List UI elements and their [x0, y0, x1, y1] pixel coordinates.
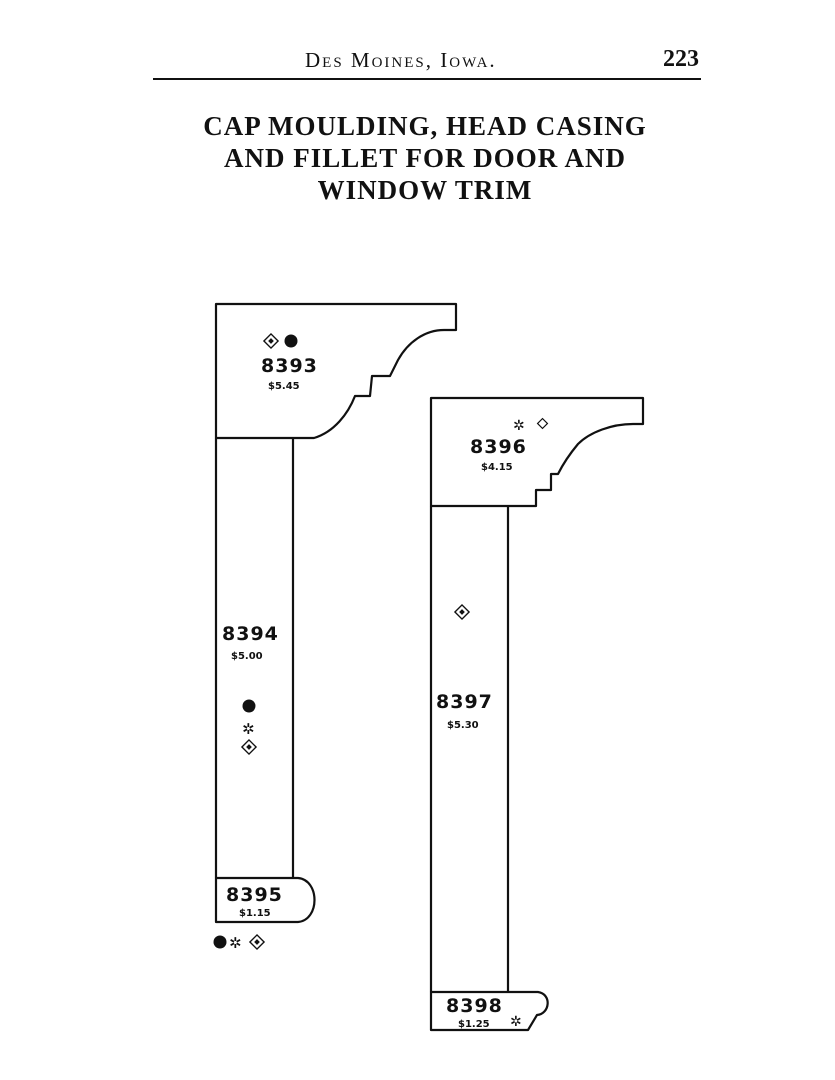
- moulding-price: $5.00: [231, 651, 263, 662]
- dot-mark: [213, 935, 227, 949]
- moulding-8395-profile: [214, 876, 316, 924]
- asterisk-mark: ✲: [229, 934, 242, 952]
- moulding-price: $5.30: [447, 720, 479, 731]
- moulding-number: 8395: [226, 884, 283, 906]
- title-line-1: CAP MOULDING, HEAD CASING: [203, 111, 647, 141]
- moulding-8393-label: 8393 $5.45: [261, 332, 318, 392]
- moulding-8394-profile: [214, 438, 295, 878]
- moulding-price: $4.15: [481, 462, 513, 473]
- diamond-mark: [262, 332, 280, 350]
- moulding-8396-profile: [429, 396, 645, 508]
- moulding-number: 8397: [436, 691, 493, 713]
- page-number: 223: [663, 46, 699, 72]
- moulding-8397-label: 8397 $5.30: [436, 603, 493, 731]
- moulding-8393-profile: [214, 302, 458, 440]
- diamond-mark: [240, 738, 258, 756]
- diamond-mark: [536, 417, 549, 430]
- dot-mark: [242, 699, 256, 713]
- moulding-price: $1.25: [458, 1019, 490, 1030]
- title-line-2: AND FILLET FOR DOOR AND: [223, 143, 627, 173]
- moulding-8396-label: ✲ 8396 $4.15: [470, 417, 549, 473]
- asterisk-mark: ✲: [510, 1014, 522, 1030]
- moulding-number: 8393: [261, 355, 318, 377]
- title-line-3: WINDOW TRIM: [317, 175, 533, 205]
- moulding-8398-label: 8398 $1.25 ✲: [446, 995, 522, 1030]
- asterisk-mark: ✲: [513, 418, 525, 434]
- diamond-mark: [453, 603, 471, 621]
- dot-mark: [284, 334, 298, 348]
- moulding-8395-label: 8395 $1.15 ✲: [213, 884, 283, 952]
- moulding-price: $1.15: [239, 908, 271, 919]
- moulding-number: 8396: [470, 436, 527, 458]
- moulding-8398-profile: [429, 990, 549, 1032]
- moulding-8397-profile: [429, 506, 510, 992]
- moulding-8394-label: 8394 $5.00 ✲: [222, 623, 279, 756]
- moulding-number: 8394: [222, 623, 279, 645]
- diamond-mark: [248, 933, 266, 951]
- asterisk-mark: ✲: [242, 720, 255, 738]
- page-title: CAP MOULDING, HEAD CASING AND FILLET FOR…: [130, 110, 720, 206]
- moulding-number: 8398: [446, 995, 503, 1017]
- moulding-price: $5.45: [268, 381, 300, 392]
- page-header: Des Moines, Iowa. 223: [153, 44, 701, 80]
- running-head: Des Moines, Iowa.: [305, 48, 497, 72]
